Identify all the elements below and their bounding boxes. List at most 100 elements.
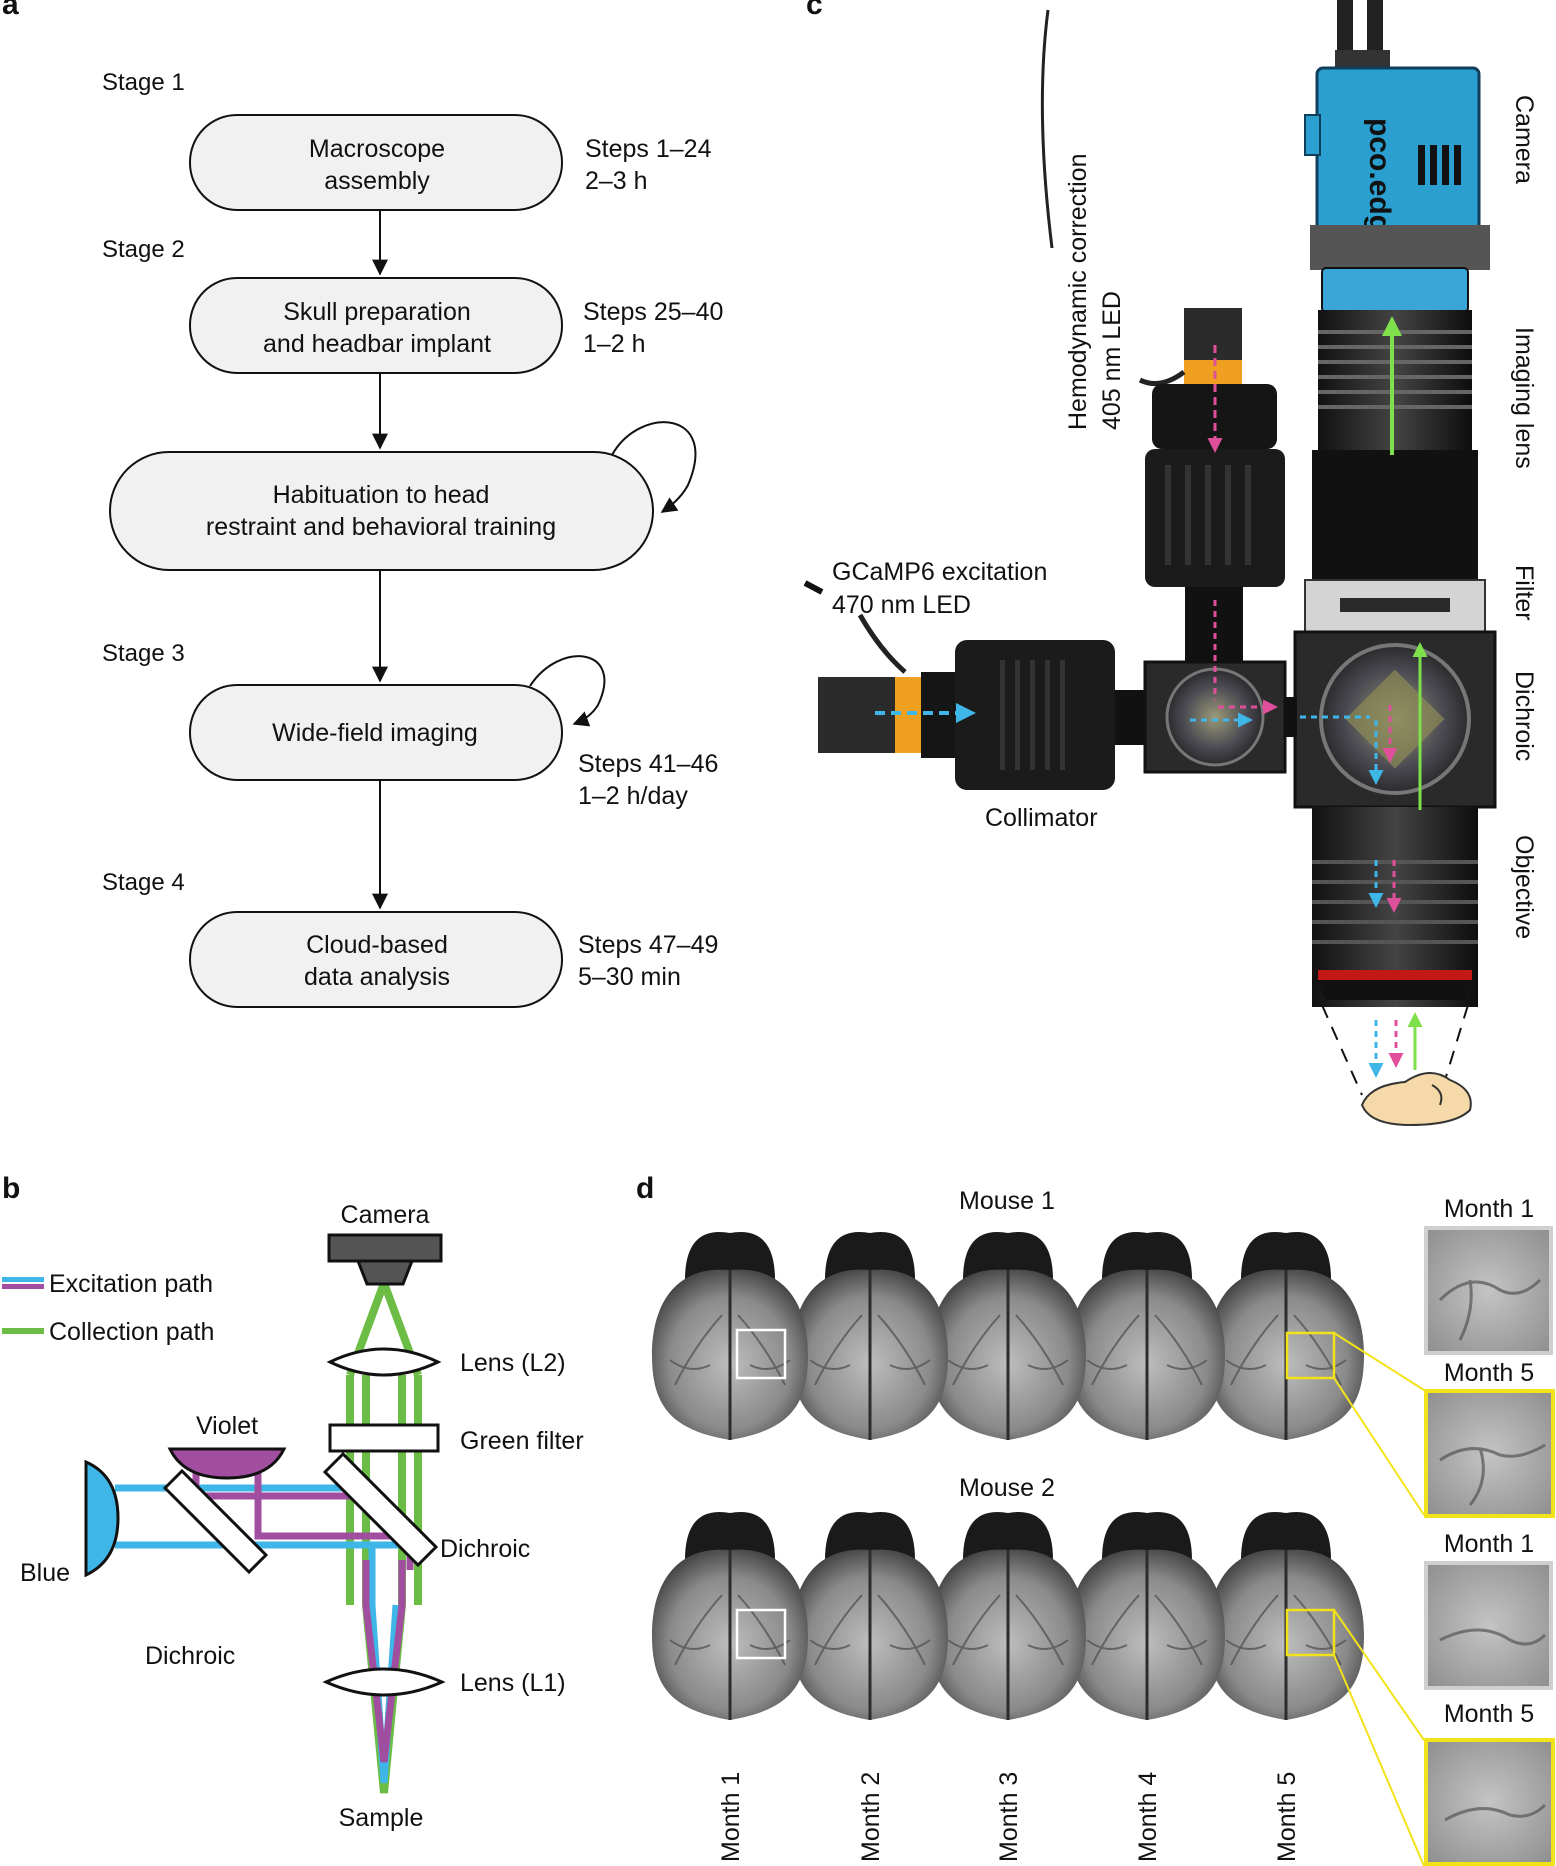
objective-red-ring [1318,970,1472,980]
blue-led [84,1459,120,1578]
mouse-ear [1431,1084,1443,1106]
panel-d-letter: d [636,1172,654,1205]
brain-image [792,1511,948,1720]
panel-a: a Stage 1 Stage 2 Stage 3 Stage 4 Macros… [2,0,723,1008]
green-filter-label: Green filter [460,1427,584,1455]
gcamp-label-line-2: 470 nm LED [832,591,971,619]
panel-c: c pco.edge [803,0,1538,1127]
mouse-illustration [1360,1072,1472,1127]
dichroic-label-c: Dichroic [1510,671,1538,761]
flow-box-macroscope [189,114,563,211]
objective-tip [1318,980,1472,1000]
brain-image [1069,1511,1225,1720]
inset-mouse-1-month-1 [1424,1226,1553,1355]
camera-label-c: Camera [1510,95,1538,184]
brain-image [930,1231,1086,1440]
flow-box-skull [189,277,563,374]
box-1-line-2: assembly [324,167,430,195]
steps-4: Steps 47–49 [578,931,718,959]
flow-box-habituation [109,451,654,571]
steps-2: Steps 25–40 [583,298,723,326]
inset-vessels [1438,1278,1547,1822]
stage-1-label: Stage 1 [102,69,185,96]
steps-3: Steps 41–46 [578,750,718,778]
panel-c-letter: c [806,0,823,21]
camera-side-button [1304,114,1321,156]
dichroic-right-label: Dichroic [440,1535,530,1563]
dichroic-left [162,1468,269,1575]
blue-collimator-ribs [1000,660,1065,770]
camera-adapter-ring [1321,267,1469,313]
sample-label: Sample [339,1804,424,1832]
roi-box-mouse-1-month-5 [1285,1331,1336,1380]
inset-title-m1-top: Month 1 [1444,1195,1534,1223]
box-4-line-1: Wide-field imaging [272,719,478,747]
zoom-line-1a [1333,1332,1425,1391]
brain-image [652,1511,808,1720]
zoom-line-2a [1333,1609,1425,1741]
dichroic-mirror-left [1165,667,1265,767]
violet-led-cable [1138,369,1186,387]
cone-right [1444,1004,1469,1081]
month-label: Month 1 [717,1772,745,1862]
stage-2-label: Stage 2 [102,236,185,263]
mouse-1-title: Mouse 1 [959,1187,1055,1215]
loop-arrow-habituation [611,421,697,513]
violet-beam-down [362,1560,406,1763]
zoom-line-2b [1333,1654,1425,1866]
lens-l1 [322,1667,446,1697]
gcamp-label-line-1: GCaMP6 excitation [832,558,1047,586]
box-5-line-2: data analysis [304,963,450,991]
violet-collimator-ribs [1165,465,1251,565]
box-3-line-1: Habituation to head [273,481,490,509]
legend-swatch-green [2,1328,44,1334]
panel-b: b Excitation path Collection path Camera… [2,1172,584,1832]
inset-mouse-1-month-5 [1424,1389,1555,1518]
roi-box-mouse-2-month-1 [735,1608,787,1660]
inset-title-m2-bottom: Month 5 [1444,1700,1534,1728]
panel-b-letter: b [2,1172,20,1205]
blue-label: Blue [20,1559,70,1587]
inset-title-m2-top: Month 1 [1444,1530,1534,1558]
inset-mouse-2-month-5 [1424,1738,1555,1866]
legend-collection-label: Collection path [49,1318,214,1346]
camera-base [1310,225,1490,270]
roi-box-mouse-1-month-1 [735,1328,787,1380]
month-label: Month 2 [857,1772,885,1862]
brain-image [652,1231,808,1440]
green-filter [328,1423,440,1453]
time-4: 5–30 min [578,963,681,991]
gcamp-led-cable [857,613,907,674]
stage-4-label: Stage 4 [102,869,185,896]
inset-mouse-2-month-1 [1424,1561,1553,1690]
stage-3-label: Stage 3 [102,640,185,667]
dichroic-right [322,1451,439,1568]
imaging-lens-label: Imaging lens [1510,327,1538,469]
dichroic-left-label: Dichroic [145,1642,235,1670]
time-2: 1–2 h [583,330,646,358]
legend-swatch-blue [2,1277,44,1282]
brain-row-mouse-1 [652,1231,1364,1440]
brain-image [1069,1231,1225,1440]
time-1: 2–3 h [585,167,648,195]
blue-collimator-connector [1115,690,1145,745]
camera-mount [355,1259,415,1286]
brain-image [930,1511,1086,1720]
box-2-line-2: and headbar implant [263,330,491,358]
box-1-line-1: Macroscope [309,135,445,163]
filter-slot [1340,598,1450,612]
inset-title-m1-bottom: Month 5 [1444,1359,1534,1387]
zoom-line-1b [1333,1377,1425,1516]
lens-l2 [326,1347,442,1377]
imaging-lens-body [1312,450,1478,580]
hemodynamic-cable [1040,9,1054,249]
steps-1: Steps 1–24 [585,135,712,163]
lens-l1-label: Lens (L1) [460,1669,566,1697]
camera-body [327,1233,443,1263]
objective-label: Objective [1510,835,1538,939]
violet-led [167,1447,287,1480]
month-label: Month 4 [1134,1772,1162,1862]
roi-box-mouse-2-month-5 [1285,1608,1336,1657]
